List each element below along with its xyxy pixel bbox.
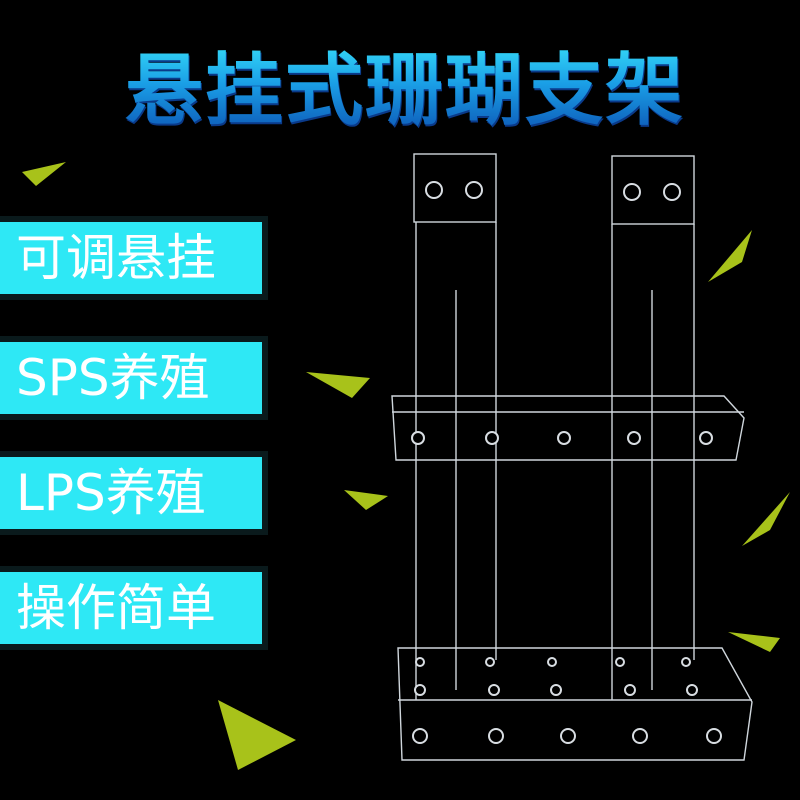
triangle-decor xyxy=(306,372,370,398)
triangle-decor xyxy=(708,230,752,282)
feature-badge-lps: LPS养殖 xyxy=(0,457,262,529)
coral-rack-illustration xyxy=(391,153,753,761)
page-title: 悬挂式珊瑚支架 xyxy=(50,28,760,140)
screw-holes xyxy=(411,181,722,744)
triangle-decor xyxy=(344,490,388,510)
feature-badge-easy: 操作简单 xyxy=(0,572,262,644)
feature-badge-adjustable: 可调悬挂 xyxy=(0,222,262,294)
hanger-plate-right xyxy=(611,155,695,225)
triangle-decor xyxy=(218,700,296,770)
decor-triangles xyxy=(22,162,790,770)
triangle-decor xyxy=(22,162,66,186)
feature-badge-sps: SPS养殖 xyxy=(0,342,262,414)
triangle-decor xyxy=(742,492,790,546)
hanger-plate-left xyxy=(413,153,497,223)
triangle-decor xyxy=(728,632,780,652)
